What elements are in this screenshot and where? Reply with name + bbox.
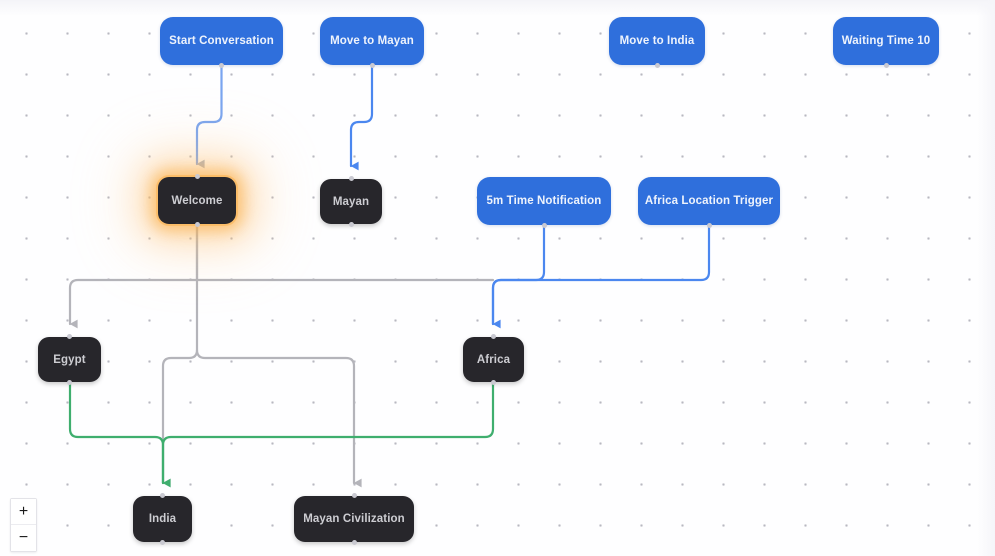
node-handle-bottom[interactable] (351, 540, 357, 545)
node-label: Move to Mayan (330, 35, 414, 47)
edge-egypt-to-india[interactable] (68, 380, 171, 488)
node-welcome[interactable]: Welcome (158, 174, 236, 227)
node-label: Africa Location Trigger (644, 195, 774, 207)
node-handle-top[interactable] (491, 334, 496, 339)
node-label: India (148, 513, 177, 525)
edge-africa-location-trigger-to-africa[interactable] (491, 223, 711, 326)
node-label: Move to India (619, 35, 695, 47)
node-handle-top[interactable] (351, 493, 357, 498)
node-handle-bottom[interactable] (67, 380, 72, 385)
node-label: 5m Time Notification (486, 195, 602, 207)
node-handle-bottom[interactable] (541, 223, 547, 228)
node-handle-bottom[interactable] (348, 222, 354, 227)
edge-africa-to-india[interactable] (161, 380, 495, 485)
zoom-in-button[interactable]: + (11, 499, 36, 525)
node-handle-bottom[interactable] (706, 223, 712, 228)
edge-welcome-to-egypt[interactable] (70, 222, 199, 324)
node-start-conversation[interactable]: Start Conversation (160, 17, 283, 68)
node-handle-top[interactable] (67, 334, 72, 339)
node-label: Africa (476, 353, 511, 366)
node-mayan[interactable]: Mayan (320, 176, 382, 227)
minus-icon: − (18, 529, 29, 546)
node-handle-bottom[interactable] (491, 380, 496, 385)
node-waiting-time-10[interactable]: Waiting Time 10 (833, 17, 939, 68)
edge-move-to-mayan-to-mayan[interactable] (349, 63, 374, 171)
node-handle-bottom[interactable] (369, 63, 375, 68)
node-label: Mayan Civilization (303, 513, 405, 525)
edge-start-conversation-to-welcome[interactable] (195, 63, 223, 169)
node-label: Start Conversation (169, 35, 274, 47)
node-move-to-mayan[interactable]: Move to Mayan (320, 17, 424, 68)
node-handle-top[interactable] (160, 493, 165, 498)
edge-welcome-to-india[interactable] (161, 222, 199, 488)
node-handle-bottom[interactable] (194, 222, 200, 227)
node-handle-top[interactable] (348, 176, 354, 181)
node-label: Waiting Time 10 (841, 35, 931, 47)
zoom-out-button[interactable]: − (11, 525, 36, 551)
edge-welcome-to-mayan-civilization[interactable] (195, 348, 362, 488)
node-africa-location-trigger[interactable]: Africa Location Trigger (638, 177, 780, 228)
node-move-to-india[interactable]: Move to India (609, 17, 705, 68)
zoom-controls[interactable]: + − (10, 498, 37, 552)
node-label: Egypt (53, 353, 86, 366)
plus-icon: + (18, 502, 29, 520)
node-mayan-civilization[interactable]: Mayan Civilization (294, 493, 414, 545)
node-india[interactable]: India (133, 493, 192, 545)
edge-5m-time-notification-to-africa[interactable] (491, 223, 546, 329)
node-handle-top[interactable] (194, 174, 200, 179)
node-egypt[interactable]: Egypt (38, 334, 101, 385)
node-label: Welcome (171, 194, 223, 207)
node-handle-bottom[interactable] (654, 63, 660, 68)
node-label: Mayan (332, 195, 370, 208)
node-5m-time-notification[interactable]: 5m Time Notification (477, 177, 611, 228)
node-handle-bottom[interactable] (160, 540, 165, 545)
node-handle-bottom[interactable] (883, 63, 889, 68)
node-africa[interactable]: Africa (463, 334, 524, 385)
node-handle-bottom[interactable] (219, 63, 224, 68)
